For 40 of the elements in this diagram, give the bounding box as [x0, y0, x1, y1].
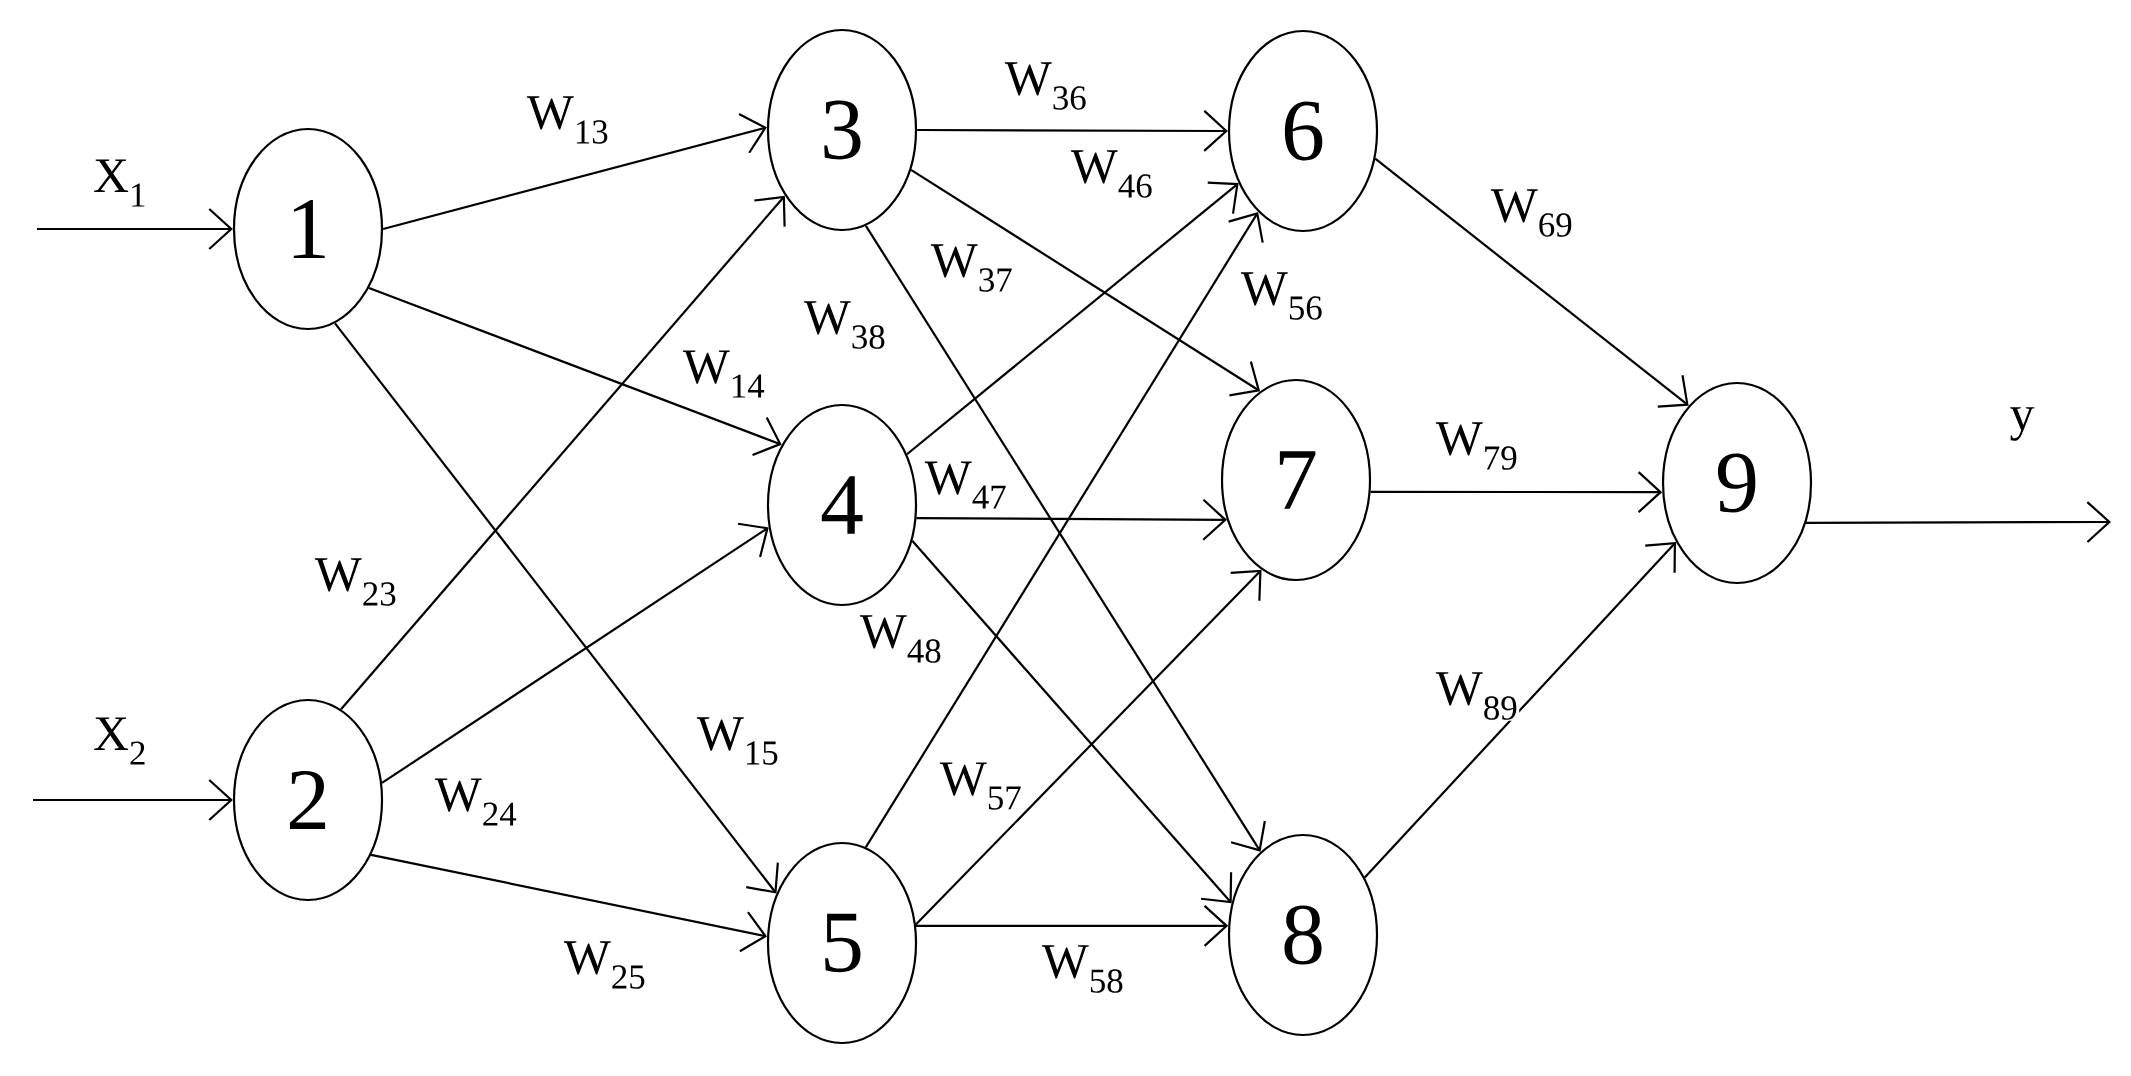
arrow [382, 113, 767, 231]
arrow [334, 322, 779, 894]
edge-label: W$_{38}$ [802, 300, 888, 350]
edge-label: W$_{15}$ [695, 716, 781, 766]
edge-label: W$_{58}$ [1040, 944, 1126, 994]
edge-label: W$_{69}$ [1489, 188, 1575, 238]
edge-label: W$_{56}$ [1239, 271, 1325, 321]
edge-label: W$_{46}$ [1069, 149, 1155, 199]
arrow [340, 195, 786, 710]
edge-label: W$_{24}$ [433, 777, 519, 827]
edge-label: W$_{37}$ [929, 243, 1015, 293]
edge-label: W$_{13}$ [525, 95, 611, 145]
arrow [911, 540, 1233, 904]
edge-label: y [2008, 406, 2036, 442]
edge-label: W$_{14}$ [681, 349, 767, 399]
edge-label: W$_{57}$ [938, 761, 1024, 811]
edge-label: W$_{48}$ [858, 614, 944, 664]
arrow [1363, 541, 1676, 879]
arrow [916, 905, 1229, 947]
edge-label: W$_{89}$ [1434, 671, 1520, 721]
arrow [917, 110, 1228, 152]
arrow [1370, 471, 1663, 513]
edge-label: W$_{79}$ [1434, 421, 1520, 471]
arrow [1374, 157, 1689, 408]
arrow [1806, 501, 2112, 543]
edge-label: W$_{47}$ [923, 460, 1009, 510]
arrow [910, 168, 1261, 397]
arrow [906, 181, 1239, 456]
edge-label: W$_{23}$ [313, 557, 399, 607]
edge-label: W$_{36}$ [1003, 61, 1089, 111]
edge-label: X$_{1}$ [92, 158, 148, 208]
edge-label: W$_{25}$ [562, 940, 648, 990]
arrow [33, 779, 233, 821]
arrow [368, 286, 782, 457]
edge-label: X$_{2}$ [92, 716, 148, 766]
arrow [37, 208, 233, 250]
arrow [381, 522, 769, 784]
arrow [915, 569, 1262, 926]
arrow [916, 498, 1227, 541]
arrow [370, 853, 768, 953]
